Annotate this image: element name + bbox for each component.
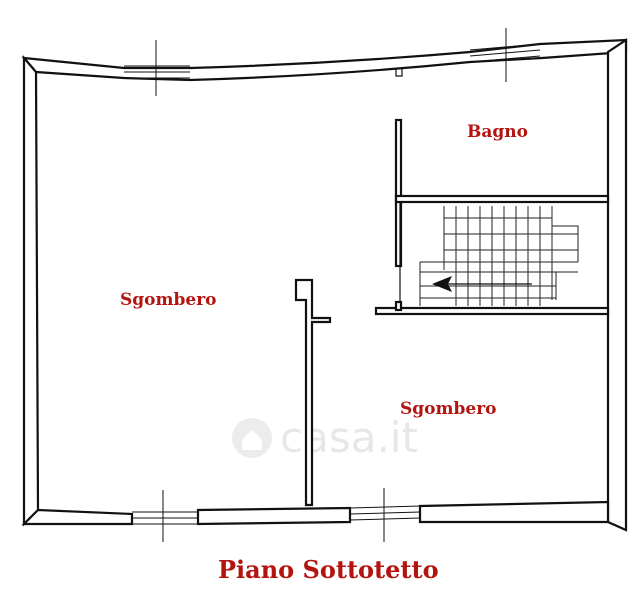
watermark-text: casa.it [280, 413, 418, 462]
room-label-bagno: Bagno [467, 122, 528, 142]
top-wall [21, 38, 628, 82]
outer-walls [21, 37, 628, 532]
bottom-wall-mid [196, 506, 352, 526]
window-bottom-left [132, 490, 198, 542]
window-top-right [469, 28, 541, 82]
bathroom-left-wall [394, 118, 403, 268]
watermark: casa.it [232, 413, 418, 462]
bottom-wall-left [21, 508, 134, 526]
stair-arrow-icon [432, 276, 452, 292]
central-partition [294, 278, 332, 507]
plan-title: Piano Sottotetto [218, 555, 439, 584]
window-bottom-right [349, 488, 421, 542]
stair-bottom-wall [374, 306, 610, 316]
room-label-sgombero-left: Sgombero [120, 290, 217, 310]
window-top-left [124, 40, 190, 96]
house-icon [242, 430, 262, 450]
room-label-sgombero-right: Sgombero [400, 399, 497, 419]
stair-stub [394, 300, 403, 312]
wall-notch [395, 68, 403, 77]
bathroom-bottom-wall [394, 194, 610, 204]
left-wall [22, 55, 40, 527]
stairwell [374, 202, 610, 316]
bottom-wall-right [418, 500, 610, 524]
right-wall [606, 37, 628, 532]
